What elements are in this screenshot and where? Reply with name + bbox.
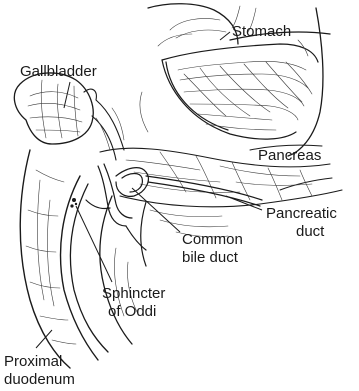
label-pancreas: Pancreas: [258, 147, 321, 164]
label-common-bile-duct-line2: bile duct: [182, 249, 239, 266]
leader-gallbladder: [64, 82, 70, 108]
label-duodenum-line1: Proximal: [4, 353, 62, 370]
label-gallbladder: Gallbladder: [20, 63, 97, 80]
label-pancreatic-duct-line2: duct: [296, 223, 325, 240]
label-sphincter-line2: of Oddi: [108, 303, 156, 320]
label-stomach: Stomach: [232, 23, 291, 40]
label-duodenum-line2: duodenum: [4, 371, 75, 388]
leader-common-bile-duct: [132, 188, 180, 232]
label-pancreatic-duct-line1: Pancreatic: [266, 205, 337, 222]
leader-sphincter: [76, 206, 112, 282]
label-sphincter-line1: Sphincter: [102, 285, 165, 302]
duodenum-drawing: [20, 150, 146, 368]
duct-drawing: [86, 164, 262, 226]
label-common-bile-duct-line1: Common: [182, 231, 243, 248]
leader-stomach: [220, 32, 230, 40]
